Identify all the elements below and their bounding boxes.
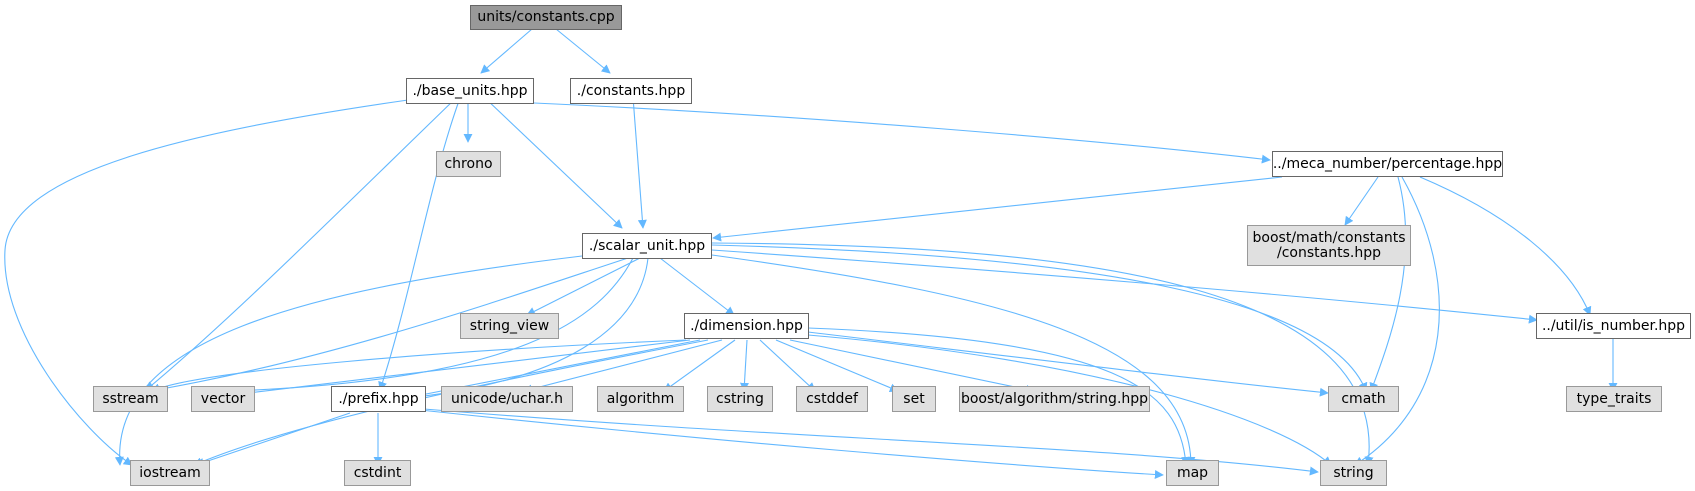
node-type-traits[interactable]: type_traits xyxy=(1566,386,1662,412)
edge-base-units-sstream xyxy=(145,97,457,391)
edge-base-units-iostream xyxy=(4,99,409,466)
node-string[interactable]: string xyxy=(1320,460,1387,486)
edge-dimension-boost-string xyxy=(789,339,1035,394)
edge-constants-scalar-unit xyxy=(632,96,647,229)
edge-dimension-unicode xyxy=(523,339,723,394)
node-iostream[interactable]: iostream xyxy=(130,460,210,486)
node-units-constants-cpp[interactable]: units/constants.cpp xyxy=(470,5,622,30)
edge-percentage-cmath xyxy=(1369,176,1407,392)
node-unicode-uchar[interactable]: unicode/uchar.h xyxy=(441,386,573,412)
node-sstream[interactable]: sstream xyxy=(93,386,168,412)
node-constants-hpp[interactable]: ./constants.hpp xyxy=(570,78,692,104)
edge-base-units-percentage xyxy=(533,102,1271,164)
edge-scalar-unit-vector xyxy=(231,257,634,396)
edge-dimension-cstring xyxy=(739,339,749,392)
edge-base-units-prefix xyxy=(378,97,461,391)
edge-dimension-map xyxy=(807,327,1190,466)
node-set[interactable]: set xyxy=(892,386,936,412)
edge-root-base-units xyxy=(480,28,533,74)
node-prefix-hpp[interactable]: ./prefix.hpp xyxy=(331,386,426,412)
edge-dimension-vector xyxy=(231,339,691,399)
edge-dimension-sstream xyxy=(151,339,687,392)
edge-dimension-algorithm xyxy=(663,339,736,392)
edge-root-constants xyxy=(555,28,611,74)
node-cstddef[interactable]: cstddef xyxy=(796,386,868,412)
node-string-view[interactable]: string_view xyxy=(460,313,559,339)
edge-dimension-cmath xyxy=(807,331,1329,397)
edge-percentage-string xyxy=(1354,176,1440,466)
edge-scalar-unit-cmath xyxy=(711,244,1368,392)
node-is-number-hpp[interactable]: ../util/is_number.hpp xyxy=(1536,313,1691,339)
node-chrono[interactable]: chrono xyxy=(436,151,501,177)
edge-prefix-map xyxy=(419,409,1164,479)
edge-scalar-unit-string-view xyxy=(526,257,641,316)
node-boost-algorithm-string[interactable]: boost/algorithm/string.hpp xyxy=(959,386,1150,412)
node-base-units-hpp[interactable]: ./base_units.hpp xyxy=(406,78,534,104)
node-boost-math-constants[interactable]: boost/math/constants /constants.hpp xyxy=(1247,225,1411,266)
node-cstdint[interactable]: cstdint xyxy=(344,460,411,486)
node-dimension-hpp[interactable]: ./dimension.hpp xyxy=(684,313,809,339)
edge-percentage-scalar-unit xyxy=(712,176,1283,242)
edge-scalar-unit-sstream xyxy=(149,257,629,395)
edge-scalar-unit-is-number xyxy=(711,249,1538,324)
edge-scalar-unit-dimension xyxy=(659,257,735,316)
edge-base-units-scalar-unit xyxy=(484,97,623,229)
node-cstring[interactable]: cstring xyxy=(707,386,773,412)
node-map[interactable]: map xyxy=(1166,460,1219,486)
edge-dimension-cstddef xyxy=(759,339,816,392)
edge-percentage-is-number xyxy=(1419,176,1592,316)
edge-dimension-string xyxy=(807,334,1332,466)
node-percentage-hpp[interactable]: ../meca_number/percentage.hpp xyxy=(1272,151,1503,177)
node-scalar-unit-hpp[interactable]: ./scalar_unit.hpp xyxy=(582,233,712,259)
node-cmath[interactable]: cmath xyxy=(1328,386,1399,412)
node-algorithm[interactable]: algorithm xyxy=(597,386,684,412)
edge-scalar-unit-map xyxy=(711,254,1196,466)
edge-dimension-set xyxy=(775,339,899,393)
edge-scalar-unit-iostream xyxy=(114,255,583,466)
node-vector[interactable]: vector xyxy=(191,386,255,412)
edge-percentage-boost-constants xyxy=(1344,176,1379,226)
edge-prefix-iostream xyxy=(195,412,351,467)
